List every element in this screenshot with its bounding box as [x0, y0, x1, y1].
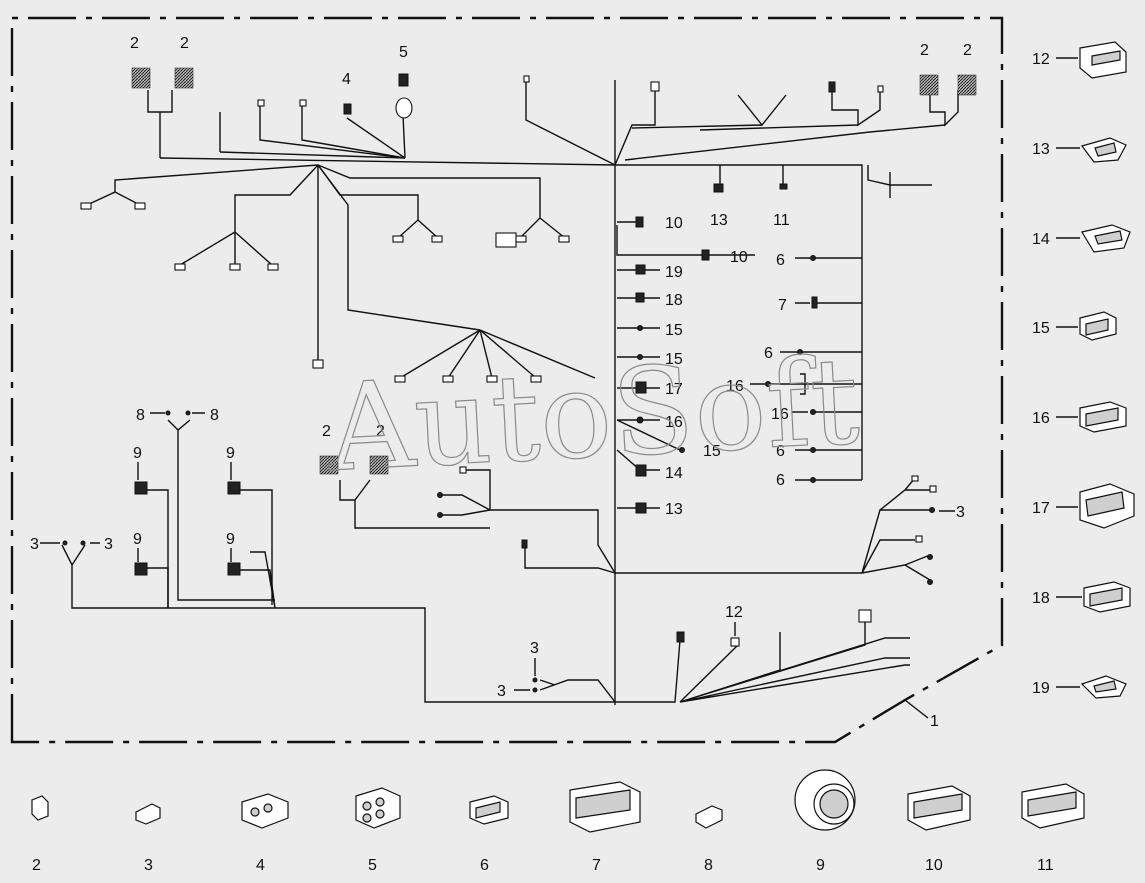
svg-text:3: 3 — [497, 683, 506, 700]
connector-block-2b — [174, 67, 194, 89]
svg-text:3: 3 — [30, 536, 39, 553]
svg-text:15: 15 — [703, 443, 721, 460]
bottom-part-10: 10 — [907, 785, 971, 874]
svg-text:17: 17 — [665, 381, 683, 398]
connector-block-2d — [957, 74, 977, 96]
svg-text:8: 8 — [136, 407, 145, 424]
svg-text:3: 3 — [144, 857, 153, 874]
side-part-17: 17 — [1032, 483, 1135, 529]
svg-text:14: 14 — [1032, 231, 1050, 248]
grommet-5 — [395, 97, 413, 119]
svg-text:2: 2 — [130, 35, 139, 52]
svg-text:18: 18 — [1032, 590, 1050, 607]
side-part-16: 16 — [1032, 401, 1127, 433]
connector-block-2c — [919, 74, 939, 96]
svg-text:19: 19 — [665, 264, 683, 281]
svg-text:2: 2 — [963, 42, 972, 59]
svg-text:16: 16 — [771, 406, 789, 423]
svg-text:10: 10 — [665, 215, 683, 232]
bottom-part-3: 3 — [135, 803, 161, 874]
svg-text:2: 2 — [180, 35, 189, 52]
svg-text:15: 15 — [665, 322, 683, 339]
side-part-18: 18 — [1032, 581, 1131, 613]
svg-text:4: 4 — [256, 857, 265, 874]
svg-text:13: 13 — [710, 212, 728, 229]
bottom-part-6: 6 — [469, 795, 509, 874]
callout-numbers: 2 2 4 5 2 2 13 11 10 10 19 18 15 15 17 1… — [30, 35, 972, 700]
svg-text:6: 6 — [776, 443, 785, 460]
watermark: AutoSoft — [323, 332, 862, 499]
svg-text:8: 8 — [210, 407, 219, 424]
svg-text:9: 9 — [133, 445, 142, 462]
svg-text:19: 19 — [1032, 680, 1050, 697]
svg-text:2: 2 — [376, 423, 385, 440]
harness-callout-1: 1 — [904, 699, 939, 730]
svg-text:2: 2 — [322, 423, 331, 440]
svg-text:1: 1 — [930, 713, 939, 730]
bottom-part-7: 7 — [569, 781, 641, 874]
svg-text:9: 9 — [816, 857, 825, 874]
bottom-part-9: 9 — [794, 769, 856, 874]
bottom-part-2: 2 — [31, 795, 49, 874]
svg-text:13: 13 — [665, 501, 683, 518]
svg-text:15: 15 — [665, 351, 683, 368]
bottom-parts-legend: 2 3 4 5 6 7 — [31, 769, 1085, 874]
svg-text:7: 7 — [592, 857, 601, 874]
harness-wires — [61, 80, 959, 705]
connector-block-2e — [319, 455, 339, 475]
svg-text:13: 13 — [1032, 141, 1050, 158]
svg-text:12: 12 — [725, 604, 743, 621]
side-part-12: 12 — [1032, 41, 1127, 79]
svg-text:15: 15 — [1032, 320, 1050, 337]
svg-text:3: 3 — [104, 536, 113, 553]
side-part-15: 15 — [1032, 311, 1117, 341]
svg-text:9: 9 — [133, 531, 142, 548]
connector-block-2a — [131, 67, 151, 89]
svg-text:5: 5 — [399, 44, 408, 61]
svg-text:11: 11 — [773, 212, 790, 229]
side-parts-legend: 12 13 14 15 16 — [1032, 41, 1135, 699]
harness-boundary-frame — [10, 16, 1004, 744]
svg-text:10: 10 — [925, 857, 943, 874]
svg-text:14: 14 — [665, 465, 683, 482]
svg-text:12: 12 — [1032, 51, 1050, 68]
svg-text:10: 10 — [730, 249, 748, 266]
side-part-14: 14 — [1032, 224, 1131, 253]
svg-text:16: 16 — [665, 414, 683, 431]
svg-text:16: 16 — [726, 378, 744, 395]
harness-connectors — [62, 67, 977, 693]
svg-text:3: 3 — [956, 504, 965, 521]
svg-text:4: 4 — [342, 71, 351, 88]
connector-block-2f — [369, 455, 389, 475]
svg-text:9: 9 — [226, 445, 235, 462]
svg-text:6: 6 — [764, 345, 773, 362]
svg-text:17: 17 — [1032, 500, 1050, 517]
bottom-part-11: 11 — [1021, 783, 1085, 874]
svg-text:5: 5 — [368, 857, 377, 874]
side-part-13: 13 — [1032, 137, 1127, 163]
svg-text:11: 11 — [1037, 857, 1054, 874]
svg-text:6: 6 — [480, 857, 489, 874]
bottom-part-4: 4 — [241, 793, 289, 874]
svg-text:8: 8 — [704, 857, 713, 874]
bottom-part-5: 5 — [355, 787, 401, 874]
svg-text:16: 16 — [1032, 410, 1050, 427]
svg-text:6: 6 — [776, 252, 785, 269]
svg-text:3: 3 — [530, 640, 539, 657]
svg-text:2: 2 — [32, 857, 41, 874]
svg-text:9: 9 — [226, 531, 235, 548]
svg-text:7: 7 — [778, 297, 787, 314]
side-part-19: 19 — [1032, 675, 1127, 699]
svg-text:6: 6 — [776, 472, 785, 489]
svg-text:2: 2 — [920, 42, 929, 59]
svg-text:18: 18 — [665, 292, 683, 309]
bottom-part-8: 8 — [695, 805, 723, 874]
